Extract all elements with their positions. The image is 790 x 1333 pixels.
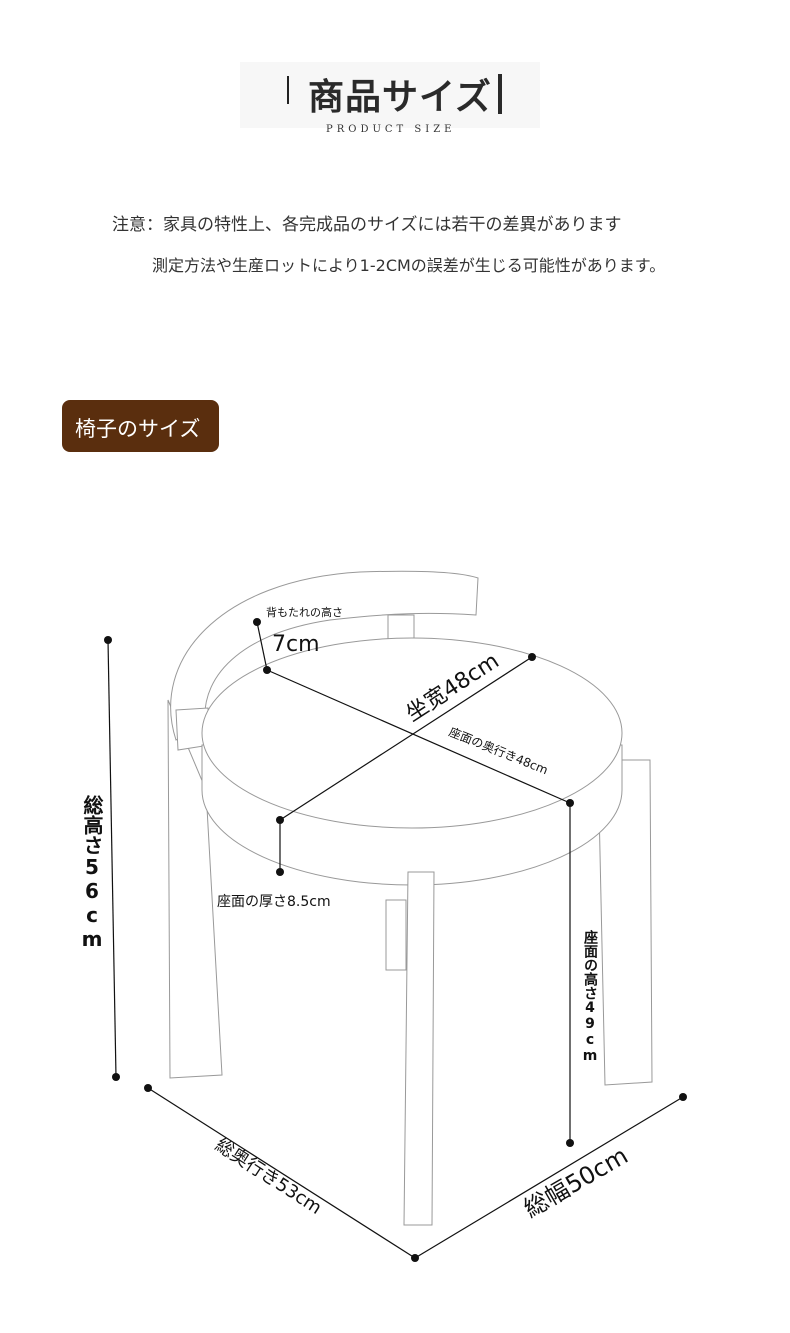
note-line-2: 測定方法や生産ロットにより1-2CMの誤差が生じる可能性があります。	[152, 256, 666, 275]
point	[253, 618, 261, 626]
dimension-points	[104, 618, 687, 1262]
chair-backrest	[170, 570, 479, 741]
seat-depth-line	[266, 669, 571, 804]
backrest-line	[256, 621, 268, 671]
page-title: 商品サイズ	[308, 77, 492, 118]
note-line-1: 注意：家具の特性上、各完成品のサイズには若干の差異があります	[112, 215, 622, 235]
point	[566, 1139, 574, 1147]
chair-leg-back-center	[385, 899, 407, 971]
page-subtitle: PRODUCT SIZE	[326, 124, 456, 135]
point	[112, 1073, 120, 1081]
total-width-line	[414, 1096, 684, 1259]
point	[104, 636, 112, 644]
total-height-line	[107, 639, 117, 1078]
seat-width-line	[279, 656, 533, 821]
point	[411, 1254, 419, 1262]
dimension-lines	[107, 621, 684, 1259]
seat-height-label: 座面の高さ49cm	[582, 930, 598, 1064]
backrest-label: 背もたれの高さ	[266, 605, 343, 619]
backrest-value: 7cm	[272, 632, 320, 657]
total-width-label: 総幅50cm	[519, 1141, 633, 1223]
section-label-chair-size: 椅子のサイズ	[62, 400, 219, 452]
chair-leg-front	[403, 871, 435, 1226]
point	[276, 816, 284, 824]
point	[528, 653, 536, 661]
section-label-text: 椅子のサイズ	[75, 417, 201, 441]
backrest-post	[387, 614, 415, 642]
point	[679, 1093, 687, 1101]
point	[144, 1084, 152, 1092]
point	[263, 666, 271, 674]
point	[566, 799, 574, 807]
point	[276, 868, 284, 876]
total-depth-label: 総奥行き53cm	[211, 1135, 325, 1219]
title-background	[240, 62, 540, 128]
seat-thickness-label: 座面の厚さ8.5cm	[217, 894, 331, 910]
total-depth-line	[147, 1087, 416, 1259]
chair-leg-right	[597, 759, 653, 1086]
title-bar-right	[498, 74, 502, 114]
total-height-label: 総高さ56cm	[80, 795, 104, 951]
title-bar-left	[287, 76, 289, 104]
